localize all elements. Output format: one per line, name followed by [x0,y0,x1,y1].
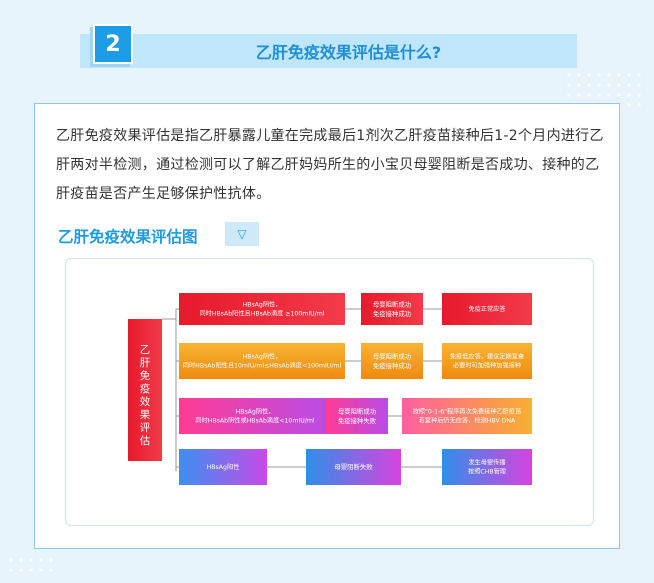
recommendation-box [442,449,532,485]
intro-paragraph: 乙肝免疫效果评估是指乙肝暴露儿童在完成最后1剂次乙肝疫苗接种后1-2个月内进行乙… [56,128,604,202]
root-label-char: 果 [140,409,151,421]
root-label-char: 效 [140,395,151,408]
root-label-char: 估 [140,434,151,447]
root-box [128,319,162,461]
section-title: 乙肝免疫效果评估是什么? [255,43,442,62]
recommendation-label: 若复种后仍无应答，检测HBV DNA [419,417,516,425]
result-label: 免疫接种成功 [373,309,411,318]
recommendation-label: 按照CHB管理 [468,468,506,476]
condition-box [179,343,345,379]
condition-box [179,398,331,434]
recommendation-label: 必要时可加强种加强接种 [453,362,521,370]
flowchart-diagram: 乙肝免疫效果评估 HBsAg阴性， 同时HBsAb阳性且HBsAb滴度 ≥100mI… [128,293,532,485]
diagram-title: 乙肝免疫效果评估图 [58,228,198,246]
root-label-char: 肝 [140,357,151,369]
condition-box [179,449,267,485]
result-label: 母婴阻断成功 [373,299,411,308]
result-label: 母婴阻断成功 [373,351,411,360]
condition-label: 同时HBsAb阳性且10mIU/ml≤HBsAb滴度<100mIU/ml [183,362,342,370]
result-box [361,343,423,379]
recommendation-label: 按照"0-1-6"程序再次免费接种乙肝疫苗 [413,407,522,415]
result-label: 免疫接种失败 [338,416,377,425]
result-box [361,293,423,325]
diagram-figure: 乙肝免疫效果评估 HBsAg阴性， 同时HBsAb阳性且HBsAb滴度 ≥100mI… [65,258,594,526]
recommendation-label: 免疫正常应答 [468,305,505,313]
recommendation-box [442,293,532,325]
recommendation-box [442,343,532,379]
root-label-char: 评 [140,422,151,434]
condition-label: HBsAg阴性， [243,300,282,308]
condition-label: 同时HBsAb阳性且HBsAb滴度 ≥100mIU/ml [199,310,324,318]
decorative-dots [6,555,56,573]
result-label: 母婴阻断失败 [334,462,373,471]
condition-label: HBsAg阴性， [236,407,275,415]
condition-label: 同时HBsAb阴性或HBsAb滴度<10mIU/ml [195,417,314,425]
condition-label: HBsAg阴性， [243,352,282,360]
result-box [306,449,401,485]
root-label-char: 疫 [140,382,151,395]
section-number-badge: 2 [93,24,133,64]
section-header-band [80,34,577,68]
condition-box [179,293,345,325]
result-box [326,398,388,434]
recommendation-label: 免疫低应答，建议定期复查 [450,352,524,360]
root-label-char: 乙 [140,344,151,356]
expand-toggle-icon[interactable]: ▽ [225,222,259,246]
condition-label: HBsAg阳性 [207,463,240,471]
recommendation-label: 发生母婴传播 [468,458,506,466]
recommendation-box [402,398,532,434]
root-label-char: 免 [140,369,151,382]
result-label: 母婴阻断成功 [338,406,376,415]
result-label: 免疫接种成功 [373,361,411,370]
